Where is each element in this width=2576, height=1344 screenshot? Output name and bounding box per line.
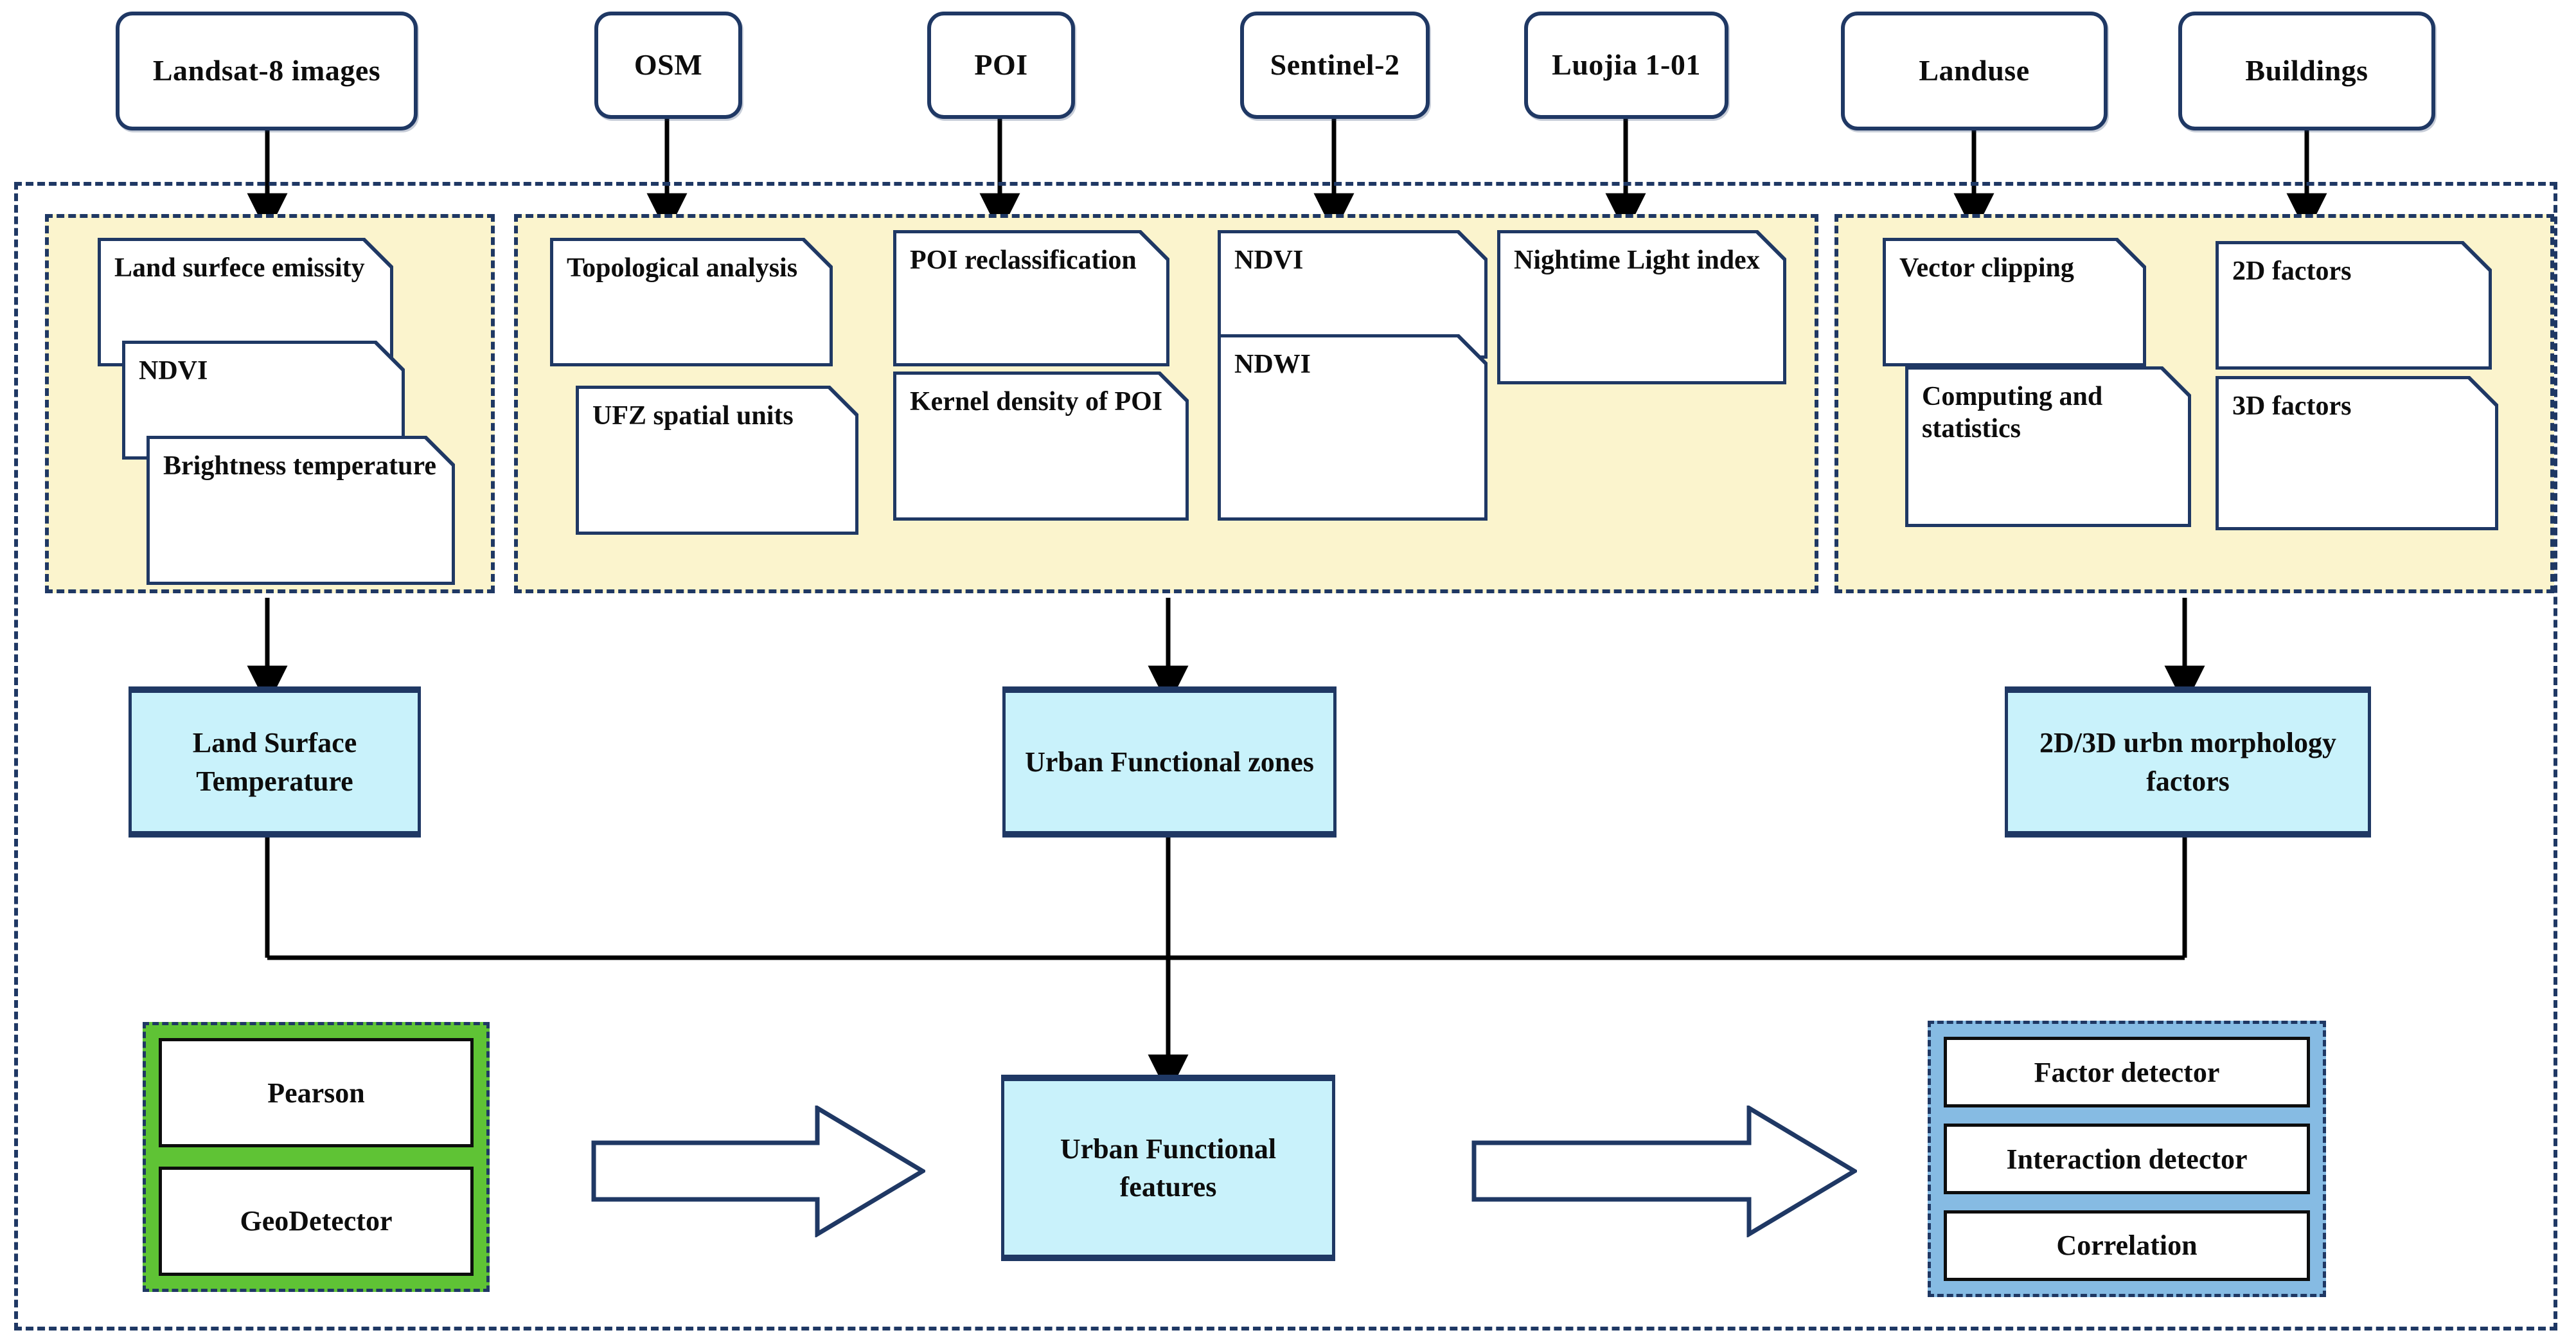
source-label: Buildings — [2245, 54, 2368, 87]
source-box-osm[interactable]: OSM — [594, 12, 742, 119]
source-box-landuse[interactable]: Landuse — [1841, 12, 2108, 130]
process-card-computing-and-statistics[interactable]: Computing and statistics — [1905, 366, 2191, 527]
process-card-ndwi[interactable]: NDWI — [1218, 334, 1488, 521]
result-box-urban-functional-features[interactable]: Urban Functional features — [1001, 1075, 1335, 1261]
detector-slot-factor-detector[interactable]: Factor detector — [1944, 1037, 2310, 1108]
method-label: GeoDetector — [240, 1205, 393, 1237]
source-label: OSM — [634, 48, 703, 82]
process-card-label: POI reclassification — [910, 246, 1137, 275]
result-label: 2D/3D urbn morphology factors — [2039, 727, 2337, 797]
flow-arrow-right — [1471, 1106, 1857, 1237]
process-card-label: Nightime Light index — [1514, 246, 1760, 275]
result-label: Urban Functional features — [1060, 1133, 1277, 1203]
process-card-3d-factors[interactable]: 3D factors — [2216, 376, 2498, 530]
process-card-label: NDVI — [1234, 246, 1304, 275]
source-label: Landuse — [1919, 54, 2030, 87]
detector-label: Correlation — [2056, 1230, 2198, 1262]
source-box-sentinel[interactable]: Sentinel-2 — [1240, 12, 1430, 119]
result-label: Urban Functional zones — [1025, 746, 1314, 778]
source-label: Landsat-8 images — [152, 54, 381, 87]
process-card-ufz-spatial-units[interactable]: UFZ spatial units — [576, 386, 858, 535]
process-card-label: NDVI — [139, 356, 208, 386]
workflow-outer-boundary — [14, 182, 2557, 1331]
detector-slot-correlation[interactable]: Correlation — [1944, 1210, 2310, 1281]
source-box-buildings[interactable]: Buildings — [2178, 12, 2435, 130]
result-box-land-surface-temperature[interactable]: Land Surface Temperature — [129, 686, 421, 838]
process-card-label: Vector clipping — [1899, 253, 2074, 283]
method-slot-geodetector[interactable]: GeoDetector — [159, 1166, 474, 1276]
process-card-label: Land surfece emissity — [114, 253, 365, 283]
process-card-label: UFZ spatial units — [592, 401, 794, 431]
flow-arrow-left — [591, 1106, 925, 1237]
source-box-landsat[interactable]: Landsat-8 images — [116, 12, 418, 130]
process-card-label: NDWI — [1234, 350, 1311, 379]
process-card-label: 2D factors — [2232, 256, 2352, 286]
process-card-label: Computing and statistics — [1922, 382, 2103, 444]
method-label: Pearson — [267, 1077, 365, 1109]
process-card-topological-analysis[interactable]: Topological analysis — [550, 238, 833, 366]
process-card-poi-reclassification[interactable]: POI reclassification — [893, 230, 1169, 366]
detector-label: Interaction detector — [2006, 1143, 2248, 1175]
process-card-nighttime-light-index[interactable]: Nightime Light index — [1497, 230, 1786, 384]
statistical-methods-panel: Pearson GeoDetector — [143, 1022, 490, 1292]
source-label: Sentinel-2 — [1270, 48, 1400, 82]
process-card-label: Topological analysis — [567, 253, 798, 283]
detector-label: Factor detector — [2034, 1056, 2220, 1088]
result-box-urban-morphology-factors[interactable]: 2D/3D urbn morphology factors — [2005, 686, 2371, 838]
result-label: Land Surface Temperature — [192, 727, 357, 797]
process-card-kernel-density-poi[interactable]: Kernel density of POI — [893, 372, 1189, 521]
process-card-2d-factors[interactable]: 2D factors — [2216, 241, 2492, 370]
source-box-poi[interactable]: POI — [927, 12, 1075, 119]
detector-slot-interaction-detector[interactable]: Interaction detector — [1944, 1123, 2310, 1195]
process-card-brightness-temperature[interactable]: Brightness temperature — [147, 436, 455, 585]
process-card-label: 3D factors — [2232, 391, 2352, 421]
process-card-label: Brightness temperature — [163, 451, 436, 481]
source-box-luojia[interactable]: Luojia 1-01 — [1524, 12, 1728, 119]
process-card-label: Kernel density of POI — [910, 387, 1163, 417]
process-card-vector-clipping[interactable]: Vector clipping — [1883, 238, 2146, 366]
method-slot-pearson[interactable]: Pearson — [159, 1038, 474, 1148]
result-box-urban-functional-zones[interactable]: Urban Functional zones — [1002, 686, 1337, 838]
source-label: Luojia 1-01 — [1552, 48, 1701, 82]
geodetector-outputs-panel: Factor detector Interaction detector Cor… — [1928, 1021, 2326, 1297]
source-label: POI — [974, 48, 1028, 82]
